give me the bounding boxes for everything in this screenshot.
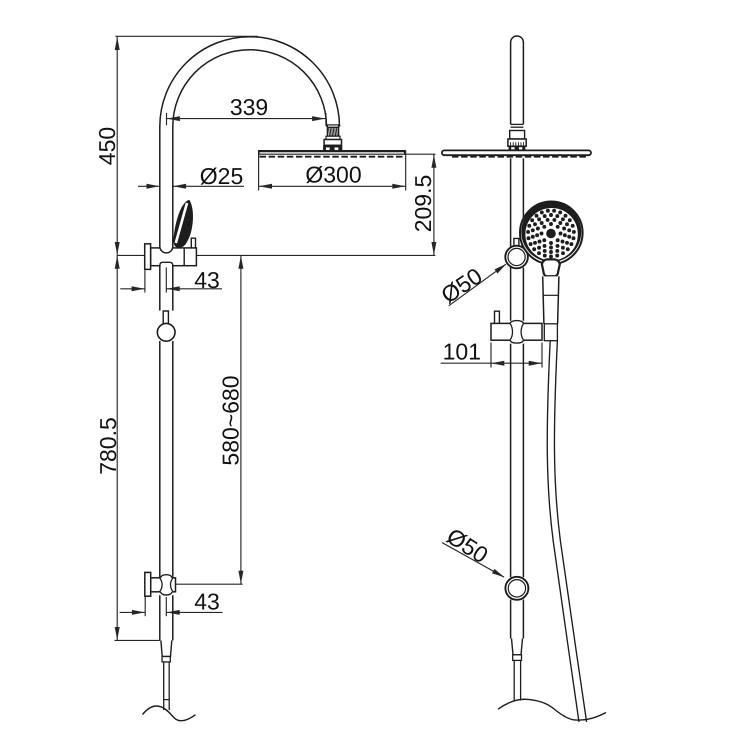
svg-text:580~680: 580~680: [218, 375, 244, 465]
svg-text:780.5: 780.5: [95, 417, 121, 475]
svg-text:43: 43: [194, 267, 220, 293]
svg-text:43: 43: [194, 589, 220, 615]
svg-text:339: 339: [230, 94, 268, 120]
svg-text:Ø300: Ø300: [305, 162, 361, 188]
svg-text:101: 101: [443, 339, 481, 365]
svg-text:450: 450: [94, 127, 120, 165]
svg-text:Ø25: Ø25: [200, 163, 243, 189]
svg-text:209.5: 209.5: [410, 175, 436, 233]
